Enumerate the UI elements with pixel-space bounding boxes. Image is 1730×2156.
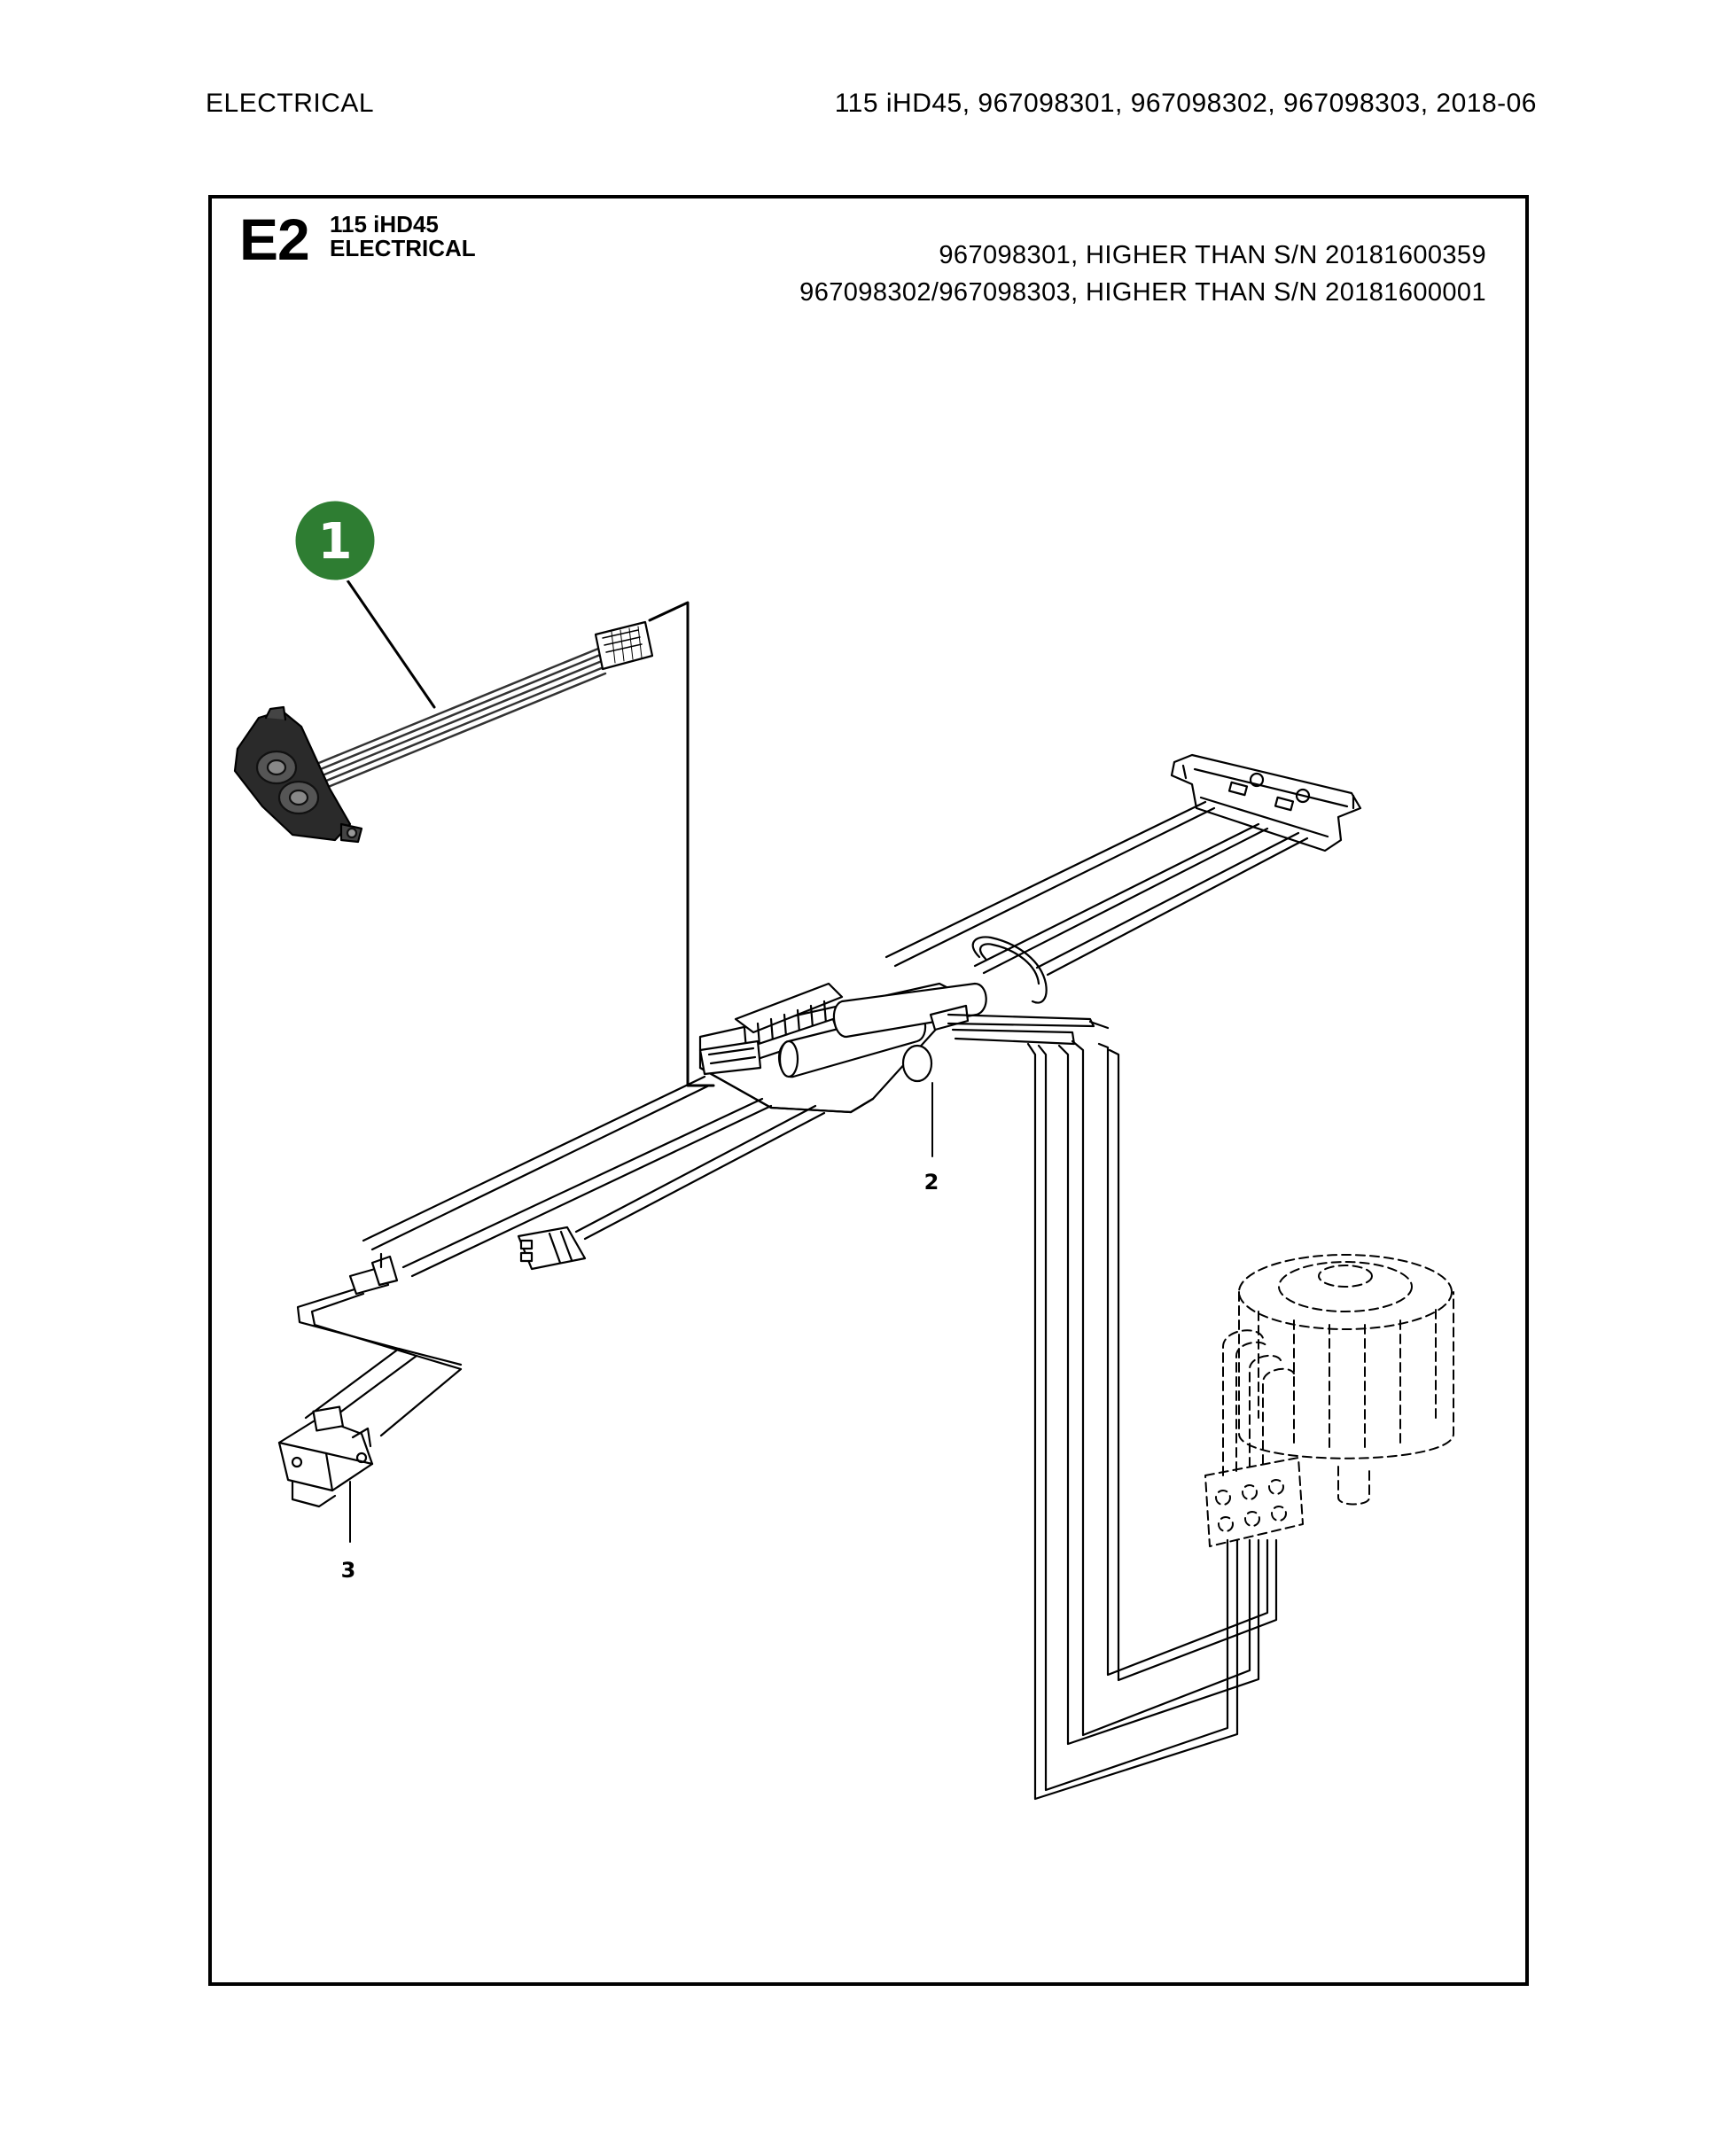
callout-1-label: 1 <box>318 513 353 571</box>
diagram-frame <box>208 195 1529 1986</box>
panel-body <box>233 705 363 844</box>
header-section-label: ELECTRICAL <box>206 89 375 118</box>
callout-3-label[interactable]: 3 <box>341 1558 356 1583</box>
panel-title-line1: 115 iHD45 <box>330 211 439 237</box>
serial-note-2: 967098302/967098303, HIGHER THAN S/N 201… <box>799 278 1486 307</box>
callout-2-label[interactable]: 2 <box>924 1170 939 1195</box>
cable-connector <box>594 620 654 671</box>
motor-connector-plate <box>1170 753 1362 852</box>
part-1-control-panel[interactable] <box>233 579 654 844</box>
serial-note-1: 967098301, HIGHER THAN S/N 20181600359 <box>939 241 1486 269</box>
panel-title-line2: ELECTRICAL <box>330 235 476 261</box>
callout-1-leader <box>346 579 436 709</box>
panel-code: E2 <box>239 206 310 272</box>
plug-connector <box>517 1226 587 1271</box>
part-3-micro-switch[interactable] <box>277 1405 374 1543</box>
ribbon-cable <box>308 647 607 793</box>
main-wiring-harness <box>884 800 1309 1004</box>
capacitor-bank <box>777 982 987 1083</box>
connection-reference-line <box>648 601 715 1087</box>
header-model-info: 115 iHD45, 967098301, 967098302, 9670983… <box>834 89 1537 118</box>
panel-title: 115 iHD45 ELECTRICAL <box>330 213 476 261</box>
motor-reference-dashed <box>1204 1254 1454 1547</box>
part-2-circuit-board[interactable] <box>698 982 987 1157</box>
motor-feed-wires <box>947 1013 1278 1801</box>
switch-harness <box>296 1075 826 1437</box>
callout-1-badge[interactable]: 1 <box>292 498 378 583</box>
